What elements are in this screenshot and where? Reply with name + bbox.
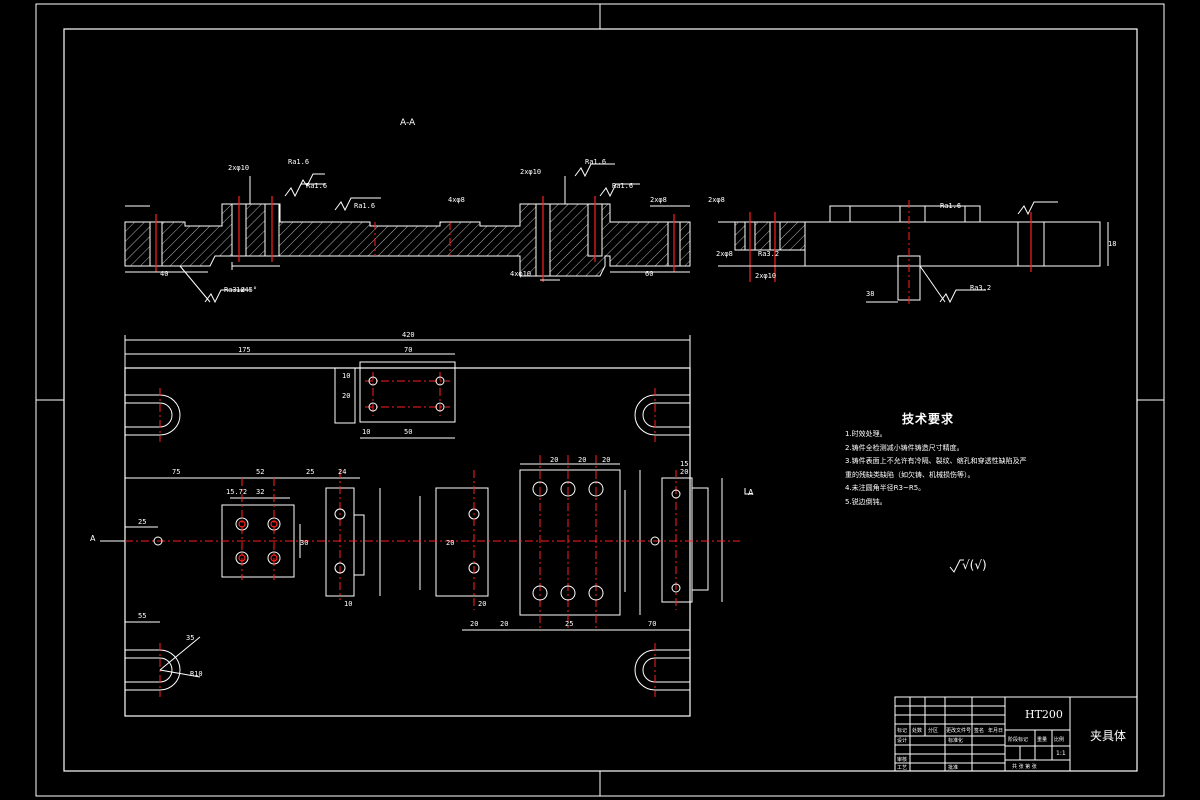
dimension-text: 10 xyxy=(342,372,350,380)
title-label-process: 工艺 xyxy=(897,765,908,771)
dimension-text: Ra1.6 xyxy=(940,202,961,210)
dimension-text: R10 xyxy=(190,670,203,678)
dimension-text: 2xφ10 xyxy=(228,164,249,172)
dimension-text: 38 xyxy=(866,290,874,298)
dimension-text: Ra3.2 xyxy=(970,284,991,292)
title-label-design: 设计 xyxy=(897,738,908,744)
title-label-stage: 阶段标记 xyxy=(1008,737,1029,743)
dimension-text: 60 xyxy=(645,270,653,278)
sheet-outer-border xyxy=(35,3,1165,797)
dimension-text: Ra1.6 xyxy=(612,182,633,190)
title-row-label: 年月日 xyxy=(988,728,1004,734)
title-row-label: 更改文件号 xyxy=(946,728,972,734)
dimension-text: 20 xyxy=(578,456,586,464)
cut-mark-left: A xyxy=(90,534,96,543)
side-section-view xyxy=(718,200,1109,305)
dimension-text: 420 xyxy=(402,331,415,339)
dimension-text: Ra3.2 xyxy=(224,286,245,294)
dimension-text: 25 xyxy=(565,620,573,628)
title-row-label: 分区 xyxy=(928,728,939,734)
dimension-text: 35 xyxy=(186,634,194,642)
dimension-text: 32 xyxy=(256,488,264,496)
title-label-approve: 批准 xyxy=(948,765,959,771)
dimension-text: 70 xyxy=(404,346,412,354)
title-label-review: 审核 xyxy=(897,757,908,763)
dimension-text: 20 xyxy=(550,456,558,464)
scale-value: 1:1 xyxy=(1056,750,1066,757)
dimension-text: 175 xyxy=(238,346,251,354)
dimension-text: 20 xyxy=(342,392,350,400)
note-item: 重的残缺类缺陷（如欠铸、机械损伤等）。 xyxy=(845,470,975,479)
title-label-standard: 标准化 xyxy=(948,738,964,744)
dimension-text: 52 xyxy=(256,468,264,476)
dimension-text: Ra3.2 xyxy=(758,250,779,258)
dimension-text: 55 xyxy=(138,612,146,620)
note-item: 1.时效处理。 xyxy=(845,430,887,438)
roughness-symbol xyxy=(949,559,964,573)
dimension-text: 4xφ8 xyxy=(448,196,465,204)
notes-title: 技术要求 xyxy=(902,412,955,426)
section-view-a-a xyxy=(124,163,691,304)
dimension-text: Ra1.6 xyxy=(306,182,327,190)
dimension-text: 70 xyxy=(648,620,656,628)
cut-mark-right: A xyxy=(748,488,754,497)
title-label-sheets: 共 张 第 张 xyxy=(1012,764,1037,770)
dimension-text: 1x45° xyxy=(236,286,257,294)
note-item: 4.未注圆角半径R3~R5。 xyxy=(845,484,926,492)
dimension-text: 2xφ8 xyxy=(716,250,733,258)
note-item: 5.锐边倒钝。 xyxy=(845,497,887,506)
title-row-label: 签名 xyxy=(974,728,985,734)
dimension-text: 4xφ10 xyxy=(510,270,531,278)
dimension-text: 25 xyxy=(138,518,146,526)
note-item: 3.铸件表面上不允许有冷隔、裂纹、缩孔和穿透性缺陷及严 xyxy=(845,457,1027,465)
section-label: A-A xyxy=(400,118,416,128)
dimension-text: 15 xyxy=(680,460,688,468)
dimension-text: 75 xyxy=(172,468,180,476)
dimension-text: 20 xyxy=(446,539,454,547)
dimension-text: 2xφ10 xyxy=(520,168,541,176)
note-item: 2.铸件全检测减小铸件铸造尺寸精度。 xyxy=(845,443,964,452)
dimension-text: 50 xyxy=(404,428,412,436)
dimension-text: Ra1.6 xyxy=(585,158,606,166)
dimension-text: 24 xyxy=(338,468,346,476)
dimension-text: Ra1.6 xyxy=(354,202,375,210)
dimension-text: 10 xyxy=(344,600,352,608)
dimension-text: 10 xyxy=(362,428,370,436)
dimension-text: 30 xyxy=(300,539,308,547)
title-label-scale: 比例 xyxy=(1054,737,1065,743)
dimension-text: 2xφ8 xyxy=(650,196,667,204)
dimension-text: 2xφ8 xyxy=(708,196,725,204)
material-label: HT200 xyxy=(1025,708,1063,721)
sheet-inner-border xyxy=(63,28,1138,772)
plan-view xyxy=(100,335,753,717)
dimension-text: 20 xyxy=(680,468,688,476)
title-label-weight: 重量 xyxy=(1037,737,1048,743)
part-name: 夹具体 xyxy=(1090,729,1127,743)
title-row-label: 标记 xyxy=(897,728,908,734)
roughness-note: √(√) xyxy=(962,558,987,572)
dimension-text: 20 xyxy=(500,620,508,628)
dimension-text: 18 xyxy=(1108,240,1116,248)
technical-notes: 1.时效处理。 2.铸件全检测减小铸件铸造尺寸精度。 3.铸件表面上不允许有冷隔… xyxy=(845,428,1085,509)
dimension-text: Ra1.6 xyxy=(288,158,309,166)
dimension-text: 15.72 xyxy=(226,488,247,496)
dimension-text: 2xφ10 xyxy=(755,272,776,280)
dimension-text: 25 xyxy=(306,468,314,476)
title-row-label: 处数 xyxy=(912,728,923,734)
dimension-text: 20 xyxy=(602,456,610,464)
dimension-text: 20 xyxy=(470,620,478,628)
dimension-text: 20 xyxy=(478,600,486,608)
dimension-text: 40 xyxy=(160,270,168,278)
title-block-lines xyxy=(894,696,1138,772)
